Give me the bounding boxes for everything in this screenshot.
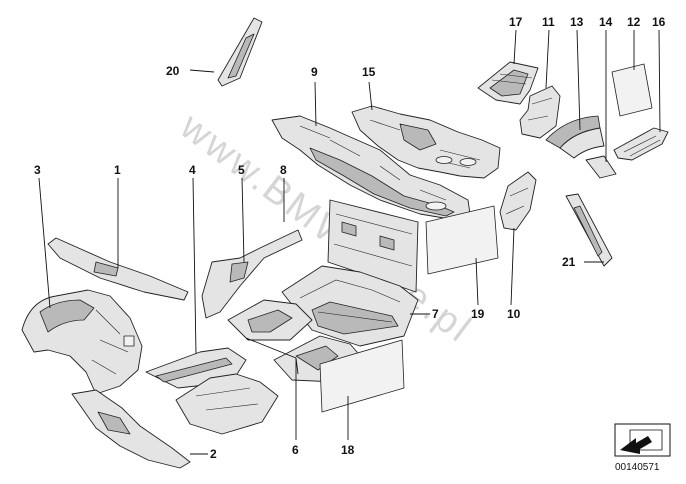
- part-5[interactable]: [201, 229, 303, 319]
- arrow-box-icon: [614, 423, 671, 457]
- part-14[interactable]: [585, 155, 617, 179]
- callout-10: 10: [507, 307, 521, 321]
- part-10[interactable]: [499, 171, 537, 231]
- leader-lines: [38, 29, 661, 455]
- part-16[interactable]: [613, 127, 669, 161]
- callout-17: 17: [509, 15, 523, 29]
- part-17[interactable]: [477, 61, 539, 105]
- diagram-code: 00140571: [615, 462, 660, 473]
- callout-19: 19: [471, 307, 485, 321]
- callout-21: 21: [562, 255, 576, 269]
- part-21[interactable]: [565, 193, 613, 267]
- callout-8: 8: [280, 163, 287, 177]
- part-3[interactable]: [21, 289, 143, 395]
- part-2[interactable]: [71, 389, 191, 469]
- callout-18: 18: [341, 443, 355, 457]
- part-20[interactable]: [217, 17, 263, 87]
- part-13[interactable]: [545, 115, 605, 159]
- callout-3: 3: [34, 163, 41, 177]
- callout-13: 13: [570, 15, 584, 29]
- callout-7: 7: [432, 307, 439, 321]
- callout-numbers: 20 1 3 4 5 8 9 15 17 11 13 14 12 16 7 19…: [34, 15, 666, 461]
- callout-20: 20: [166, 64, 180, 78]
- part-1[interactable]: [47, 237, 189, 301]
- part-11[interactable]: [519, 85, 561, 139]
- callout-5: 5: [238, 163, 245, 177]
- part-12[interactable]: [611, 63, 653, 117]
- part-18[interactable]: [319, 339, 405, 413]
- callout-1: 1: [114, 163, 121, 177]
- callout-6: 6: [292, 443, 299, 457]
- part-8[interactable]: [327, 199, 419, 293]
- part-19[interactable]: [425, 205, 499, 275]
- callout-2: 2: [210, 447, 217, 461]
- callout-9: 9: [311, 65, 318, 79]
- part-7[interactable]: [281, 265, 419, 347]
- callout-4: 4: [189, 163, 196, 177]
- part-15[interactable]: [351, 105, 501, 179]
- part-4[interactable]: [145, 347, 279, 435]
- callout-12: 12: [627, 15, 641, 29]
- callout-16: 16: [652, 15, 666, 29]
- callout-14: 14: [599, 15, 613, 29]
- callout-11: 11: [542, 15, 555, 29]
- callout-15: 15: [362, 65, 376, 79]
- part-6[interactable]: [227, 299, 365, 383]
